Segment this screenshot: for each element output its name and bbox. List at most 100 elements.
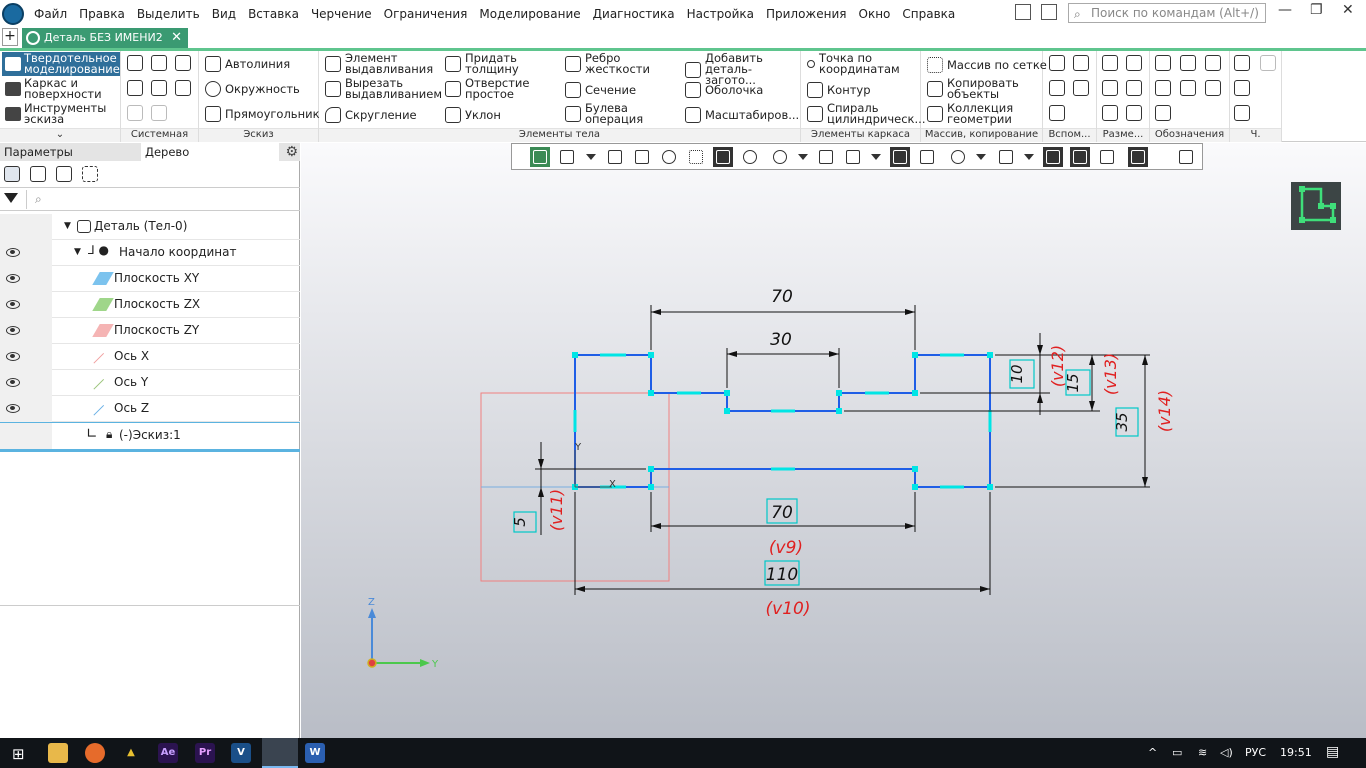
redo-icon[interactable] <box>151 105 167 121</box>
shell-button[interactable]: Оболочка <box>685 82 763 98</box>
sketch-mode-icon[interactable] <box>530 147 550 167</box>
extrude-button[interactable]: Элемент выдавливания <box>325 52 435 75</box>
note-base-icon[interactable] <box>1155 80 1171 96</box>
dim-diameter-icon[interactable] <box>1126 80 1142 96</box>
open-folder-icon[interactable] <box>151 55 167 71</box>
expand-modes-icon[interactable]: ⌄ <box>0 128 120 142</box>
tree-item-axis-z[interactable]: Ось Z <box>0 396 300 425</box>
menu-modeling[interactable]: Моделирование <box>479 7 581 21</box>
orientation-icon[interactable] <box>816 147 836 167</box>
dimension-70-bottom[interactable]: 70 <box>771 503 793 523</box>
visibility-eye-icon[interactable] <box>6 378 20 387</box>
tree-select-icon[interactable] <box>82 166 98 182</box>
dimension-110[interactable]: 110 <box>766 565 798 585</box>
close-tab-icon[interactable]: ✕ <box>171 30 182 45</box>
shaded-view-icon[interactable] <box>890 147 910 167</box>
v-app-icon[interactable]: V <box>231 743 251 763</box>
mode-solid-modeling[interactable]: Твердотельное моделирование <box>2 52 120 76</box>
extra-two-icon[interactable] <box>1260 55 1276 71</box>
cut-extrude-button[interactable]: Вырезать выдавливанием <box>325 77 442 100</box>
restore-layout-icon[interactable] <box>1041 4 1057 20</box>
filter-icon[interactable] <box>4 193 18 203</box>
draft-button[interactable]: Уклон <box>445 107 501 123</box>
tree-item-axis-x[interactable]: Ось X <box>0 344 300 373</box>
mode-sketch-tools[interactable]: Инструменты эскиза <box>2 102 120 126</box>
filter-dropdown-icon[interactable] <box>1156 154 1166 160</box>
dimension-70-top[interactable]: 70 <box>771 287 793 307</box>
menu-constraints[interactable]: Ограничения <box>383 7 468 21</box>
tab-parameters[interactable]: Параметры <box>4 145 73 159</box>
layout-icon[interactable] <box>1015 4 1031 20</box>
grid-icon[interactable] <box>686 147 706 167</box>
menu-file[interactable]: Файл <box>34 7 68 21</box>
section-button[interactable]: Сечение <box>565 82 636 98</box>
thicken-button[interactable]: Придать толщину <box>445 52 525 75</box>
menu-edit[interactable]: Правка <box>79 7 125 21</box>
aux-axis-icon[interactable] <box>1073 55 1089 71</box>
visibility-eye-icon[interactable] <box>6 352 20 361</box>
camera-dropdown-icon[interactable] <box>1024 154 1034 160</box>
copy-objects-button[interactable]: Копировать объекты <box>927 77 1023 100</box>
windows-start-icon[interactable]: ⊞ <box>12 745 25 763</box>
explorer-icon[interactable] <box>48 743 68 763</box>
notifications-icon[interactable]: ▤ <box>1326 744 1340 760</box>
dimension-30[interactable]: 30 <box>770 330 792 350</box>
note-tolerance-icon[interactable] <box>1180 80 1196 96</box>
dim-arc-icon[interactable] <box>1126 105 1142 121</box>
boolean-button[interactable]: Булева операция <box>565 102 655 125</box>
document-tab[interactable]: Деталь БЕЗ ИМЕНИ2 ✕ <box>22 28 188 48</box>
axes-view-icon[interactable] <box>843 147 863 167</box>
word-icon[interactable]: W <box>305 743 325 763</box>
param-mode-icon[interactable] <box>632 147 652 167</box>
extra-one-icon[interactable] <box>1234 55 1250 71</box>
transmission-icon[interactable]: ▲ <box>127 747 135 758</box>
wifi-icon[interactable]: ≋ <box>1198 746 1208 759</box>
menu-view[interactable]: Вид <box>211 7 237 21</box>
menu-select[interactable]: Выделить <box>136 7 200 21</box>
tree-filter-input[interactable]: ⌕ <box>26 190 298 209</box>
undo-icon[interactable] <box>127 105 143 121</box>
tree-item-plane-xy[interactable]: Плоскость XY <box>0 266 300 292</box>
autoline-button[interactable]: Автолиния <box>205 56 290 72</box>
dim-auto-icon[interactable] <box>1102 105 1118 121</box>
tab-tree[interactable]: Дерево <box>141 143 279 161</box>
expand-icon[interactable]: ▼ <box>64 221 71 231</box>
graphics-viewport[interactable] <box>301 143 1366 738</box>
clock[interactable]: 19:51 <box>1280 746 1312 759</box>
fillet-button[interactable]: Скругление <box>325 107 417 123</box>
visibility-eye-icon[interactable] <box>6 274 20 283</box>
rotate-view-icon[interactable] <box>659 147 679 167</box>
menu-diagnostics[interactable]: Диагностика <box>592 7 675 21</box>
geometry-collection-button[interactable]: Коллекция геометрии <box>927 102 1023 125</box>
sketch-canvas[interactable]: Y X 70 30 10 15 35 70 110 5 (v <box>0 0 1366 738</box>
circle-button[interactable]: Окружность <box>205 81 300 97</box>
rectangle-button[interactable]: Прямоугольник <box>205 106 320 122</box>
dimension-5[interactable]: 5 <box>511 517 529 527</box>
layers-icon[interactable] <box>1070 147 1090 167</box>
language-indicator[interactable]: РУС <box>1245 746 1267 759</box>
tree-item-origin[interactable]: ▼ ⅃ ● Начало координат <box>0 240 300 266</box>
aux-point-icon[interactable] <box>1073 80 1089 96</box>
ortho-icon[interactable] <box>605 147 625 167</box>
close-icon[interactable]: ✕ <box>1342 2 1354 18</box>
aux-plane-icon[interactable] <box>1049 55 1065 71</box>
tree-order-icon[interactable] <box>30 166 46 182</box>
eyedropper-icon[interactable] <box>1176 147 1196 167</box>
point-by-coords-button[interactable]: Точка по координатам <box>807 52 909 75</box>
minimize-icon[interactable]: — <box>1278 2 1292 18</box>
new-document-button[interactable]: + <box>2 28 18 46</box>
tree-item-axis-y[interactable]: Ось Y <box>0 370 300 399</box>
zoom-icon[interactable] <box>740 147 760 167</box>
dimension-15[interactable]: 15 <box>1064 373 1082 392</box>
command-search-input[interactable]: ⌕Поиск по командам (Alt+/) <box>1068 3 1266 23</box>
expand-icon[interactable]: ▼ <box>74 247 81 257</box>
dim-radial-icon[interactable] <box>1126 55 1142 71</box>
visibility-eye-icon[interactable] <box>6 248 20 257</box>
visibility-eye-icon[interactable] <box>6 300 20 309</box>
wireframe-view-icon[interactable] <box>917 147 937 167</box>
add-blank-button[interactable]: Добавить деталь-загото... <box>685 52 799 86</box>
exit-sketch-icon[interactable] <box>1291 182 1341 230</box>
snap-dropdown-icon[interactable] <box>586 154 596 160</box>
note-thread-icon[interactable] <box>1155 55 1171 71</box>
tree-item-plane-zy[interactable]: Плоскость ZY <box>0 318 300 344</box>
